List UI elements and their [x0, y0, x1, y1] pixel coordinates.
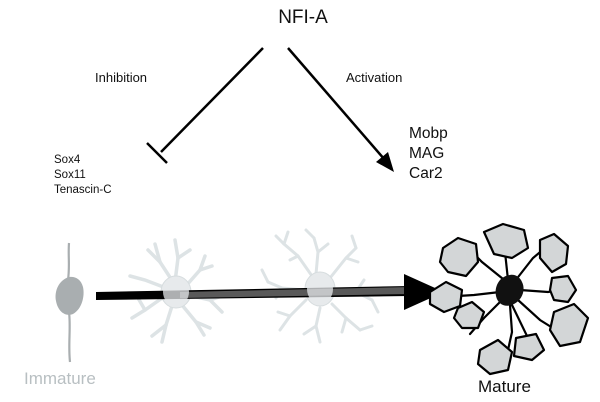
myelin-sheath	[452, 300, 486, 330]
myelin-sheath	[538, 232, 570, 274]
activated-gene-list: Mobp MAG Car2	[409, 124, 448, 184]
mature-label: Mature	[478, 377, 531, 396]
mature-soma	[495, 274, 524, 306]
activated-gene: MAG	[409, 145, 445, 162]
activated-gene: Car2	[409, 165, 443, 182]
myelin-sheath	[428, 280, 464, 314]
activated-gene: Mobp	[409, 125, 448, 142]
mature-cell	[428, 222, 590, 376]
inhibition-label: Inhibition	[95, 70, 148, 85]
inhibited-gene: Tenascin-C	[54, 184, 112, 196]
myelin-sheath	[438, 236, 480, 278]
myelin-sheath	[548, 302, 590, 348]
diagram-title: NFI-A	[278, 7, 328, 28]
immature-cell	[55, 242, 84, 363]
inhibited-gene-list: Sox4 Sox11 Tenascin-C	[54, 153, 112, 198]
activation-arrow	[287, 47, 394, 172]
myelin-sheath	[476, 338, 514, 376]
intermediate-cell-1	[128, 238, 224, 344]
myelin-sheath	[512, 332, 546, 362]
immature-label: Immature	[24, 369, 96, 388]
inhibited-gene: Sox4	[54, 154, 81, 166]
inhibition-arrow	[146, 47, 264, 164]
myelin-sheath	[548, 274, 578, 304]
myelin-sheath	[482, 222, 530, 260]
inhibited-gene: Sox11	[54, 169, 86, 181]
activation-label: Activation	[346, 70, 403, 85]
